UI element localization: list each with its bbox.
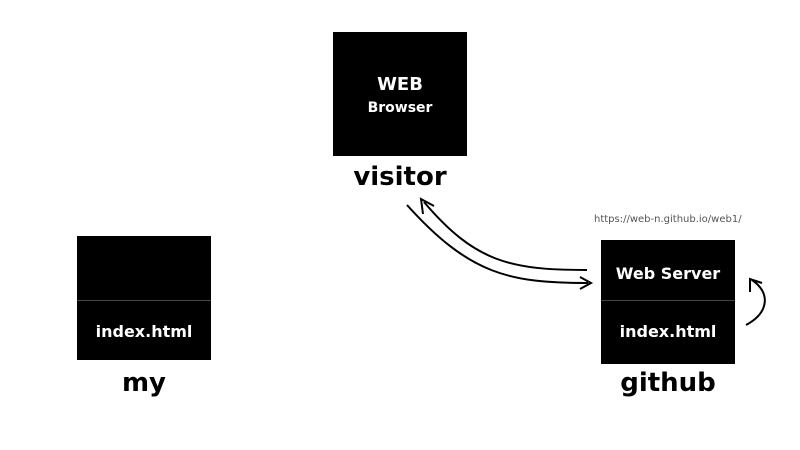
- visitor-label: visitor: [353, 162, 447, 192]
- my-box: index.html: [77, 236, 211, 360]
- request-arrow: [406, 204, 589, 284]
- my-file-label: index.html: [95, 322, 193, 341]
- response-arrow: [423, 201, 588, 271]
- web-server-label: Web Server: [615, 264, 721, 283]
- github-box-divider: [601, 300, 735, 301]
- my-label: my: [121, 368, 167, 398]
- response-arrowhead: [419, 197, 435, 215]
- browser-title: WEB: [377, 74, 423, 95]
- browser-subtitle: Browser: [367, 100, 433, 116]
- my-box-divider: [77, 300, 211, 301]
- request-arrowhead: [579, 276, 594, 290]
- github-file-label: index.html: [619, 322, 717, 341]
- loop-arrow: [745, 279, 766, 326]
- github-url: https://web-n.github.io/web1/: [594, 214, 742, 225]
- loop-arrowhead: [749, 277, 763, 292]
- browser-box: WEB Browser: [333, 32, 467, 156]
- github-label: github: [620, 368, 716, 398]
- github-box: Web Server index.html: [601, 240, 735, 364]
